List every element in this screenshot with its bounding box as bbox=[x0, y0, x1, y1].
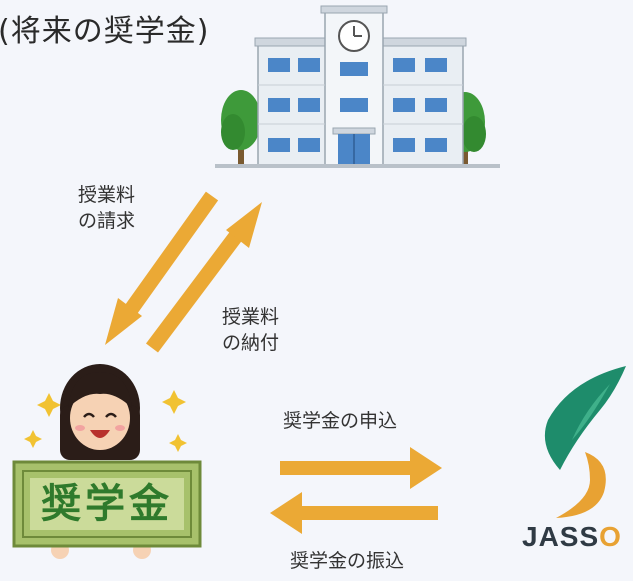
transfer-label: 奨学金の振込 bbox=[290, 550, 405, 572]
tree-left bbox=[221, 90, 261, 165]
application-label: 奨学金の申込 bbox=[283, 410, 398, 432]
tuition-payment-label: 授業料 の納付 bbox=[222, 304, 279, 356]
tuition-payment-line2: の納付 bbox=[222, 332, 280, 354]
tuition-request-line1: 授業料 bbox=[78, 184, 136, 206]
tuition-payment-line1: 授業料 bbox=[222, 306, 280, 328]
scholarship-sign-text: 奨学金 bbox=[41, 481, 173, 527]
page-title: (将来の奨学金) bbox=[0, 14, 210, 49]
tuition-request-line2: の請求 bbox=[78, 210, 136, 232]
jasso-logo-text-prefix: JASS bbox=[522, 521, 600, 552]
jasso-logo-text: JASSO bbox=[522, 521, 622, 553]
jasso-logo-text-suffix: O bbox=[599, 521, 622, 552]
tuition-request-label: 授業料 の請求 bbox=[78, 182, 135, 234]
